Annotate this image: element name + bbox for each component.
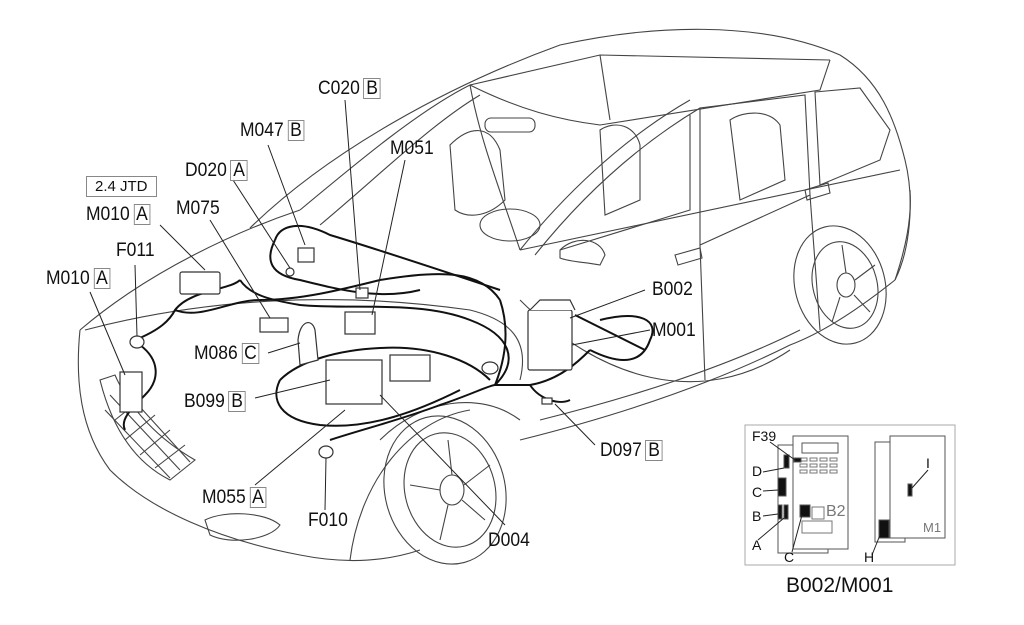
- component-code: D020: [185, 160, 227, 181]
- relay-c020: [355, 287, 369, 299]
- component-code: M051: [390, 138, 434, 159]
- engine-components: [119, 247, 576, 459]
- inset-b002-m001: [744, 424, 956, 566]
- component-code: M001: [652, 320, 696, 341]
- component-code: D004: [488, 530, 530, 551]
- leader-lines: [89, 99, 651, 526]
- connector-d097: [541, 397, 553, 405]
- ecu-module: [179, 271, 221, 295]
- connector-letter: B: [363, 78, 381, 99]
- component-code: M047: [240, 120, 284, 141]
- inset-label-d: D: [752, 463, 763, 479]
- relay-m051: [344, 311, 376, 335]
- inset-label-c-bottom: C: [784, 549, 795, 565]
- connector-letter: A: [133, 204, 151, 225]
- inset-label-i: I: [926, 455, 930, 471]
- connector-letter: B: [645, 440, 663, 461]
- car-body-outline: [77, 28, 911, 561]
- inset-label-c-left: C: [752, 484, 763, 500]
- label-m051: M051: [390, 138, 434, 160]
- fog-connector-f010: [318, 445, 334, 459]
- connector-letter: A: [93, 268, 111, 289]
- connector-letter: B: [228, 391, 246, 412]
- inset-leader-lines: [757, 441, 929, 556]
- battery: [325, 359, 383, 405]
- body-computer-m001: [527, 309, 573, 371]
- inset-label-a: A: [752, 537, 762, 553]
- component-code: B099: [184, 391, 225, 412]
- label-f010: F010: [308, 510, 348, 532]
- inset-label-b: B: [752, 508, 762, 524]
- component-code: D097: [600, 440, 642, 461]
- connector-d020: [285, 267, 295, 277]
- connector-letter: C: [241, 343, 260, 364]
- grommet: [481, 361, 499, 375]
- component-code: F011: [116, 240, 155, 261]
- bracket-b002: [529, 299, 576, 311]
- component-code: M010: [46, 268, 90, 289]
- component-code: B002: [652, 279, 693, 300]
- wiring-harness: [122, 224, 654, 441]
- front-wheel: [383, 415, 507, 565]
- inset-panel-b2: B2: [826, 503, 846, 520]
- inset-label-fuse: F39: [752, 428, 777, 444]
- sensor-m086: [297, 322, 319, 366]
- connector-letter: B: [287, 120, 305, 141]
- label-f011: F011: [116, 240, 155, 262]
- label-m001: M001: [652, 320, 696, 342]
- connector-letter: A: [249, 487, 267, 508]
- module-m075: [259, 317, 289, 333]
- component-code: M086: [194, 343, 238, 364]
- horn-m010: [119, 371, 143, 413]
- fuse-box-b099: [389, 354, 431, 382]
- component-code: C020: [318, 78, 360, 99]
- label-m075: M075: [176, 198, 220, 220]
- relay-m047: [297, 247, 315, 263]
- component-code: M075: [176, 198, 220, 219]
- rear-wheel: [793, 225, 887, 345]
- engine-variant-tag: 2.4 JTD: [86, 176, 157, 197]
- component-code: F010: [308, 510, 348, 531]
- inset-caption: B002/M001: [786, 574, 894, 597]
- component-code: M055: [202, 487, 246, 508]
- component-code: M010: [86, 204, 130, 225]
- connector-letter: A: [230, 160, 248, 181]
- fog-connector-f011: [129, 335, 145, 349]
- inset-label-h: H: [864, 549, 875, 565]
- label-d004: D004: [488, 530, 530, 552]
- label-b002: B002: [652, 279, 693, 301]
- inset-panel-m1: M1: [923, 520, 942, 535]
